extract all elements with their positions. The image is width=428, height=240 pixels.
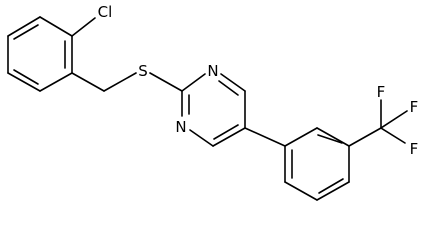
bond [39, 16, 73, 37]
atom-f1: F [377, 83, 386, 101]
bond [39, 72, 73, 92]
bond [284, 181, 318, 201]
double-bond-inner [218, 80, 239, 96]
bond [71, 72, 105, 92]
atom-labels: Cl S N N F F F [98, 3, 419, 158]
double-bond-inner [318, 178, 344, 194]
bond [212, 127, 246, 147]
double-bond-inner [13, 69, 39, 85]
atom-s: S [138, 62, 148, 80]
double-bond-inner [13, 24, 39, 40]
bond-c-s [103, 72, 137, 92]
bond-c-f [380, 127, 406, 144]
bond [284, 127, 318, 147]
bond-c-f [380, 110, 408, 129]
bond [181, 73, 206, 92]
bond [220, 73, 246, 92]
bond [7, 16, 41, 37]
atom-f2: F [410, 98, 419, 116]
bond [244, 127, 286, 147]
atom-f3: F [410, 140, 419, 158]
double-bond-inner [317, 134, 343, 144]
atom-n2: N [175, 118, 186, 136]
atom-cl: Cl [98, 3, 113, 21]
bonds [7, 16, 408, 201]
double-bond-inner [213, 124, 239, 140]
atom-n1: N [207, 62, 218, 80]
bond [348, 127, 382, 147]
chemical-structure: Cl S N N F F F [7, 3, 419, 201]
bond-s-c [149, 72, 183, 92]
bond [316, 127, 350, 147]
bond [7, 72, 41, 92]
bond [316, 181, 350, 201]
bond-c-cl [71, 17, 96, 37]
bond [189, 129, 214, 147]
